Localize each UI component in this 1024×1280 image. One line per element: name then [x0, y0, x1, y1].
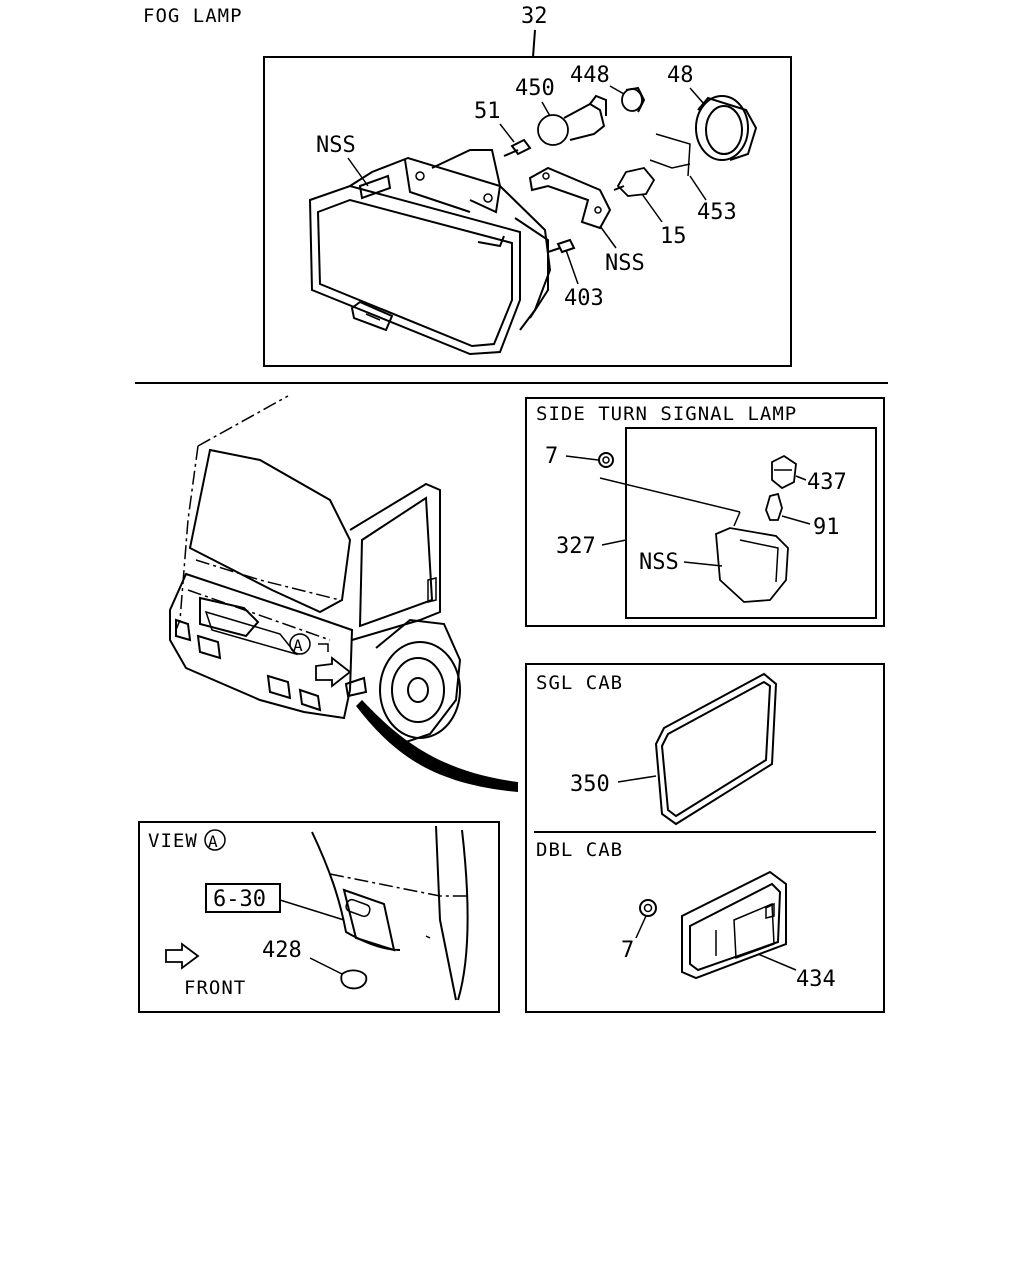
leader-437 [795, 475, 807, 481]
side-turn-signal-section: SIDE TURN SIGNAL LAMP 7 437 91 327 N [525, 397, 885, 627]
callout-48: 48 [667, 63, 694, 88]
front-label: FRONT [184, 977, 246, 999]
leader-51 [499, 123, 515, 143]
callout-448: 448 [570, 63, 610, 88]
lamp-434-drawing [681, 870, 787, 980]
callout-7-side: 7 [545, 444, 558, 469]
leader-448 [609, 85, 625, 95]
clip-453-drawing [649, 133, 691, 177]
callout-453: 453 [697, 200, 737, 225]
view-a-title-circle [204, 829, 226, 851]
ring-48-drawing [695, 95, 758, 161]
dbl-cab-title: DBL CAB [536, 839, 623, 861]
truck-cab-drawing: A [169, 395, 518, 792]
leader-7-side [565, 455, 599, 461]
leader-350 [617, 775, 657, 783]
leader-15 [641, 193, 663, 223]
view-a-section: VIEW A 6-30 428 FRONT [138, 821, 500, 1013]
bulb-450-drawing [537, 94, 607, 146]
sgl-cab-title: SGL CAB [536, 672, 623, 694]
turn-lamp-location [344, 676, 368, 698]
side-lens-drawing [715, 527, 789, 603]
leader-6-30 [279, 899, 345, 921]
side-turn-frame [525, 397, 885, 627]
callout-7-dbl: 7 [621, 938, 634, 963]
reflector-350-drawing [654, 672, 778, 826]
assembly-line [599, 477, 741, 513]
fog-lamp-title: FOG LAMP [143, 5, 243, 27]
leader-91 [781, 515, 811, 525]
view-a-marker-circle [289, 633, 311, 655]
leader-7-dbl [635, 915, 647, 939]
leader-nss-bracket [599, 225, 617, 249]
front-arrow-icon [165, 942, 200, 970]
callout-350: 350 [570, 772, 610, 797]
callout-327: 327 [556, 534, 596, 559]
callout-nss-lens: NSS [639, 550, 679, 575]
leader-428 [309, 957, 343, 975]
leader-nss-housing [347, 157, 369, 187]
nut-7-dbl-drawing [639, 899, 657, 917]
bulb-91-drawing [765, 492, 783, 521]
callout-nss-bracket: NSS [605, 251, 645, 276]
leader-450 [541, 101, 551, 117]
callout-15: 15 [660, 224, 687, 249]
view-a-frame [138, 821, 500, 1013]
view-a-title-letter: A [208, 832, 218, 851]
callout-nss-housing: NSS [316, 133, 356, 158]
callout-450: 450 [515, 76, 555, 101]
side-turn-inner-frame [625, 427, 877, 619]
screw-51-drawing [503, 138, 532, 157]
view-a-marker-letter: A [293, 636, 303, 655]
fog-lamp-housing-drawing [308, 149, 552, 356]
fog-lamp-frame [263, 56, 792, 367]
leader-453 [689, 175, 707, 201]
fog-lamp-bracket-drawing [528, 166, 612, 230]
callout-6-30: 6-30 [213, 887, 266, 912]
callout-428: 428 [262, 938, 302, 963]
callout-403: 403 [564, 286, 604, 311]
leader-32 [532, 29, 536, 58]
bulb-15-drawing [613, 167, 656, 197]
leader-48 [689, 87, 705, 105]
leader-403 [565, 249, 579, 285]
callout-434: 434 [796, 967, 836, 992]
view-a-title: VIEW [148, 830, 198, 852]
screw-403-drawing [547, 238, 576, 254]
fog-lamp-section: FOG LAMP 32 [143, 4, 792, 367]
callout-51: 51 [474, 99, 501, 124]
callout-437: 437 [807, 470, 847, 495]
leader-434 [757, 953, 797, 971]
leader-327 [601, 539, 627, 546]
callout-32: 32 [521, 4, 548, 29]
socket-448-drawing [621, 86, 646, 113]
view-a-body-drawing [311, 825, 470, 1001]
callout-91: 91 [813, 515, 840, 540]
arrow-view-a [315, 656, 352, 688]
cab-variants-section: SGL CAB DBL CAB 350 7 434 [525, 663, 885, 1013]
socket-437-drawing [771, 454, 797, 490]
pointer-sweep [356, 700, 518, 792]
cab-variants-frame [525, 663, 885, 1013]
leader-nss-lens [683, 561, 723, 567]
nut-7-side-drawing [598, 452, 614, 468]
ref-6-30-box [205, 883, 281, 913]
side-turn-title: SIDE TURN SIGNAL LAMP [536, 403, 797, 425]
